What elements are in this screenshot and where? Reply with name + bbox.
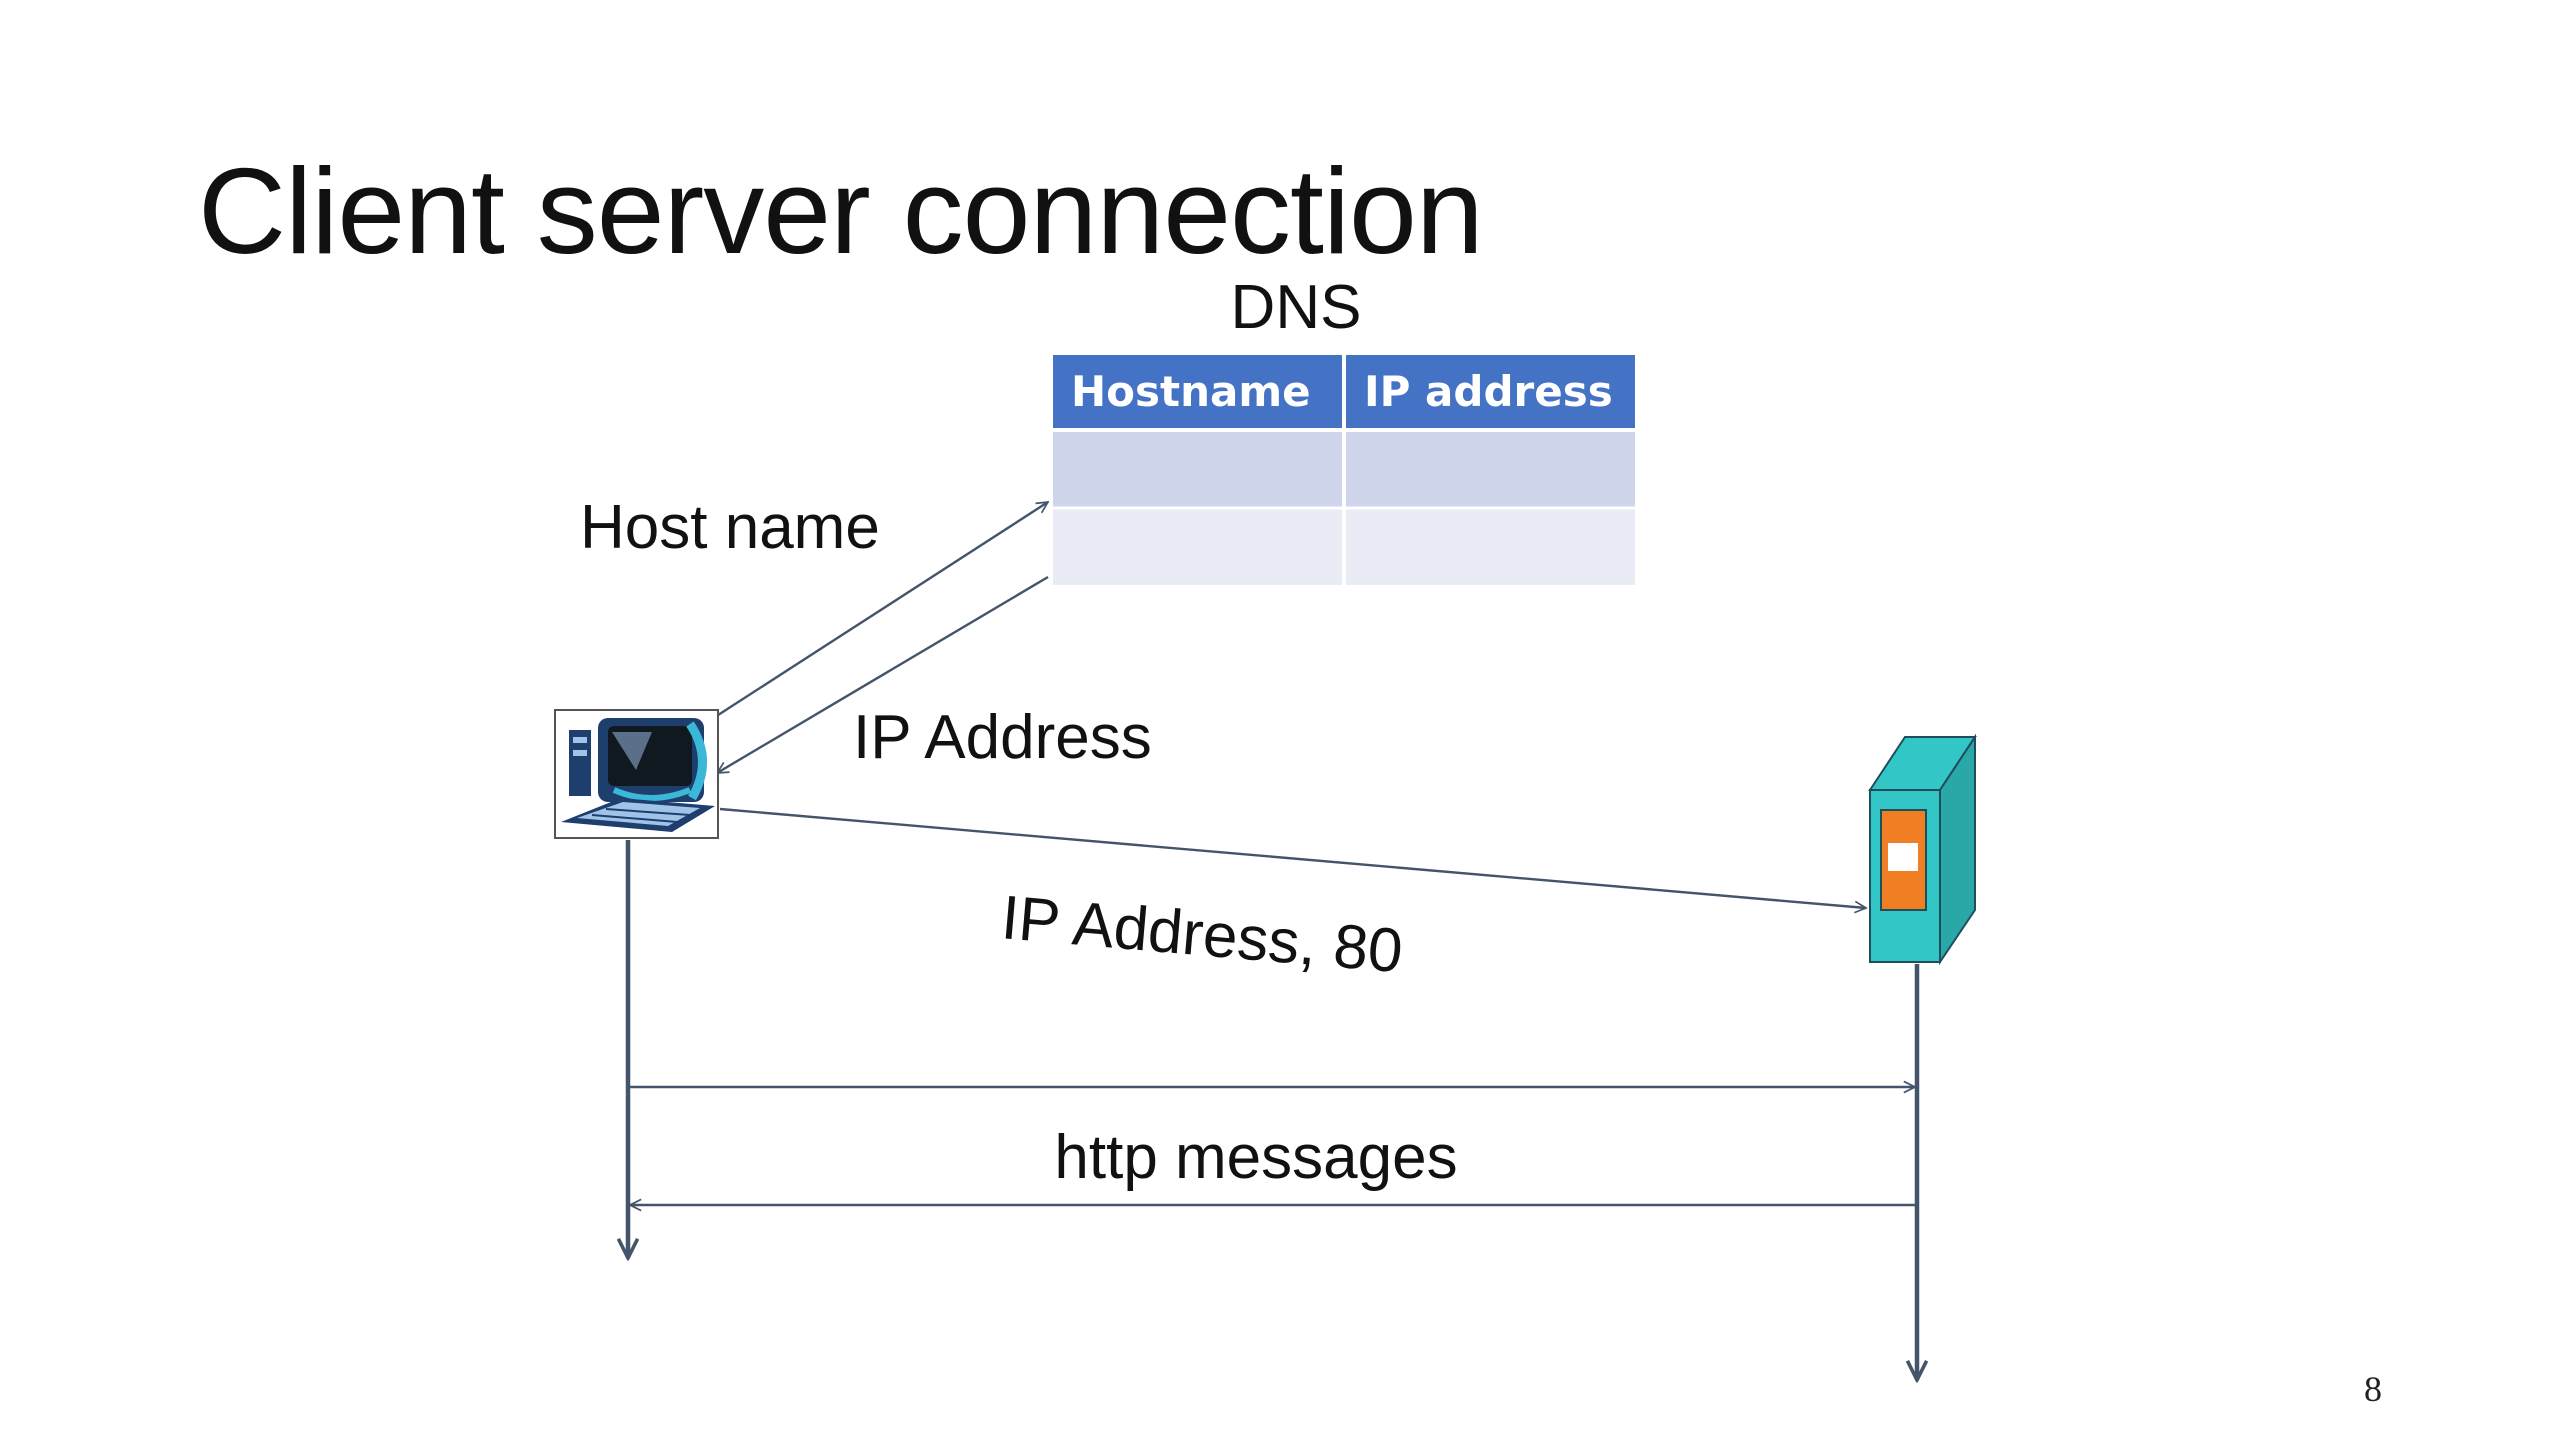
page-number: 8 [2364,1369,2382,1409]
http-messages-label: http messages [1054,1123,1457,1192]
hostname-query-arrow [714,502,1048,719]
dns-table-header-ip-address: IP address [1364,367,1613,416]
connect-arrow [719,807,1866,908]
server-tower-icon [1868,733,1977,966]
dns-table: Hostname IP address [1053,355,1635,585]
ip-reply-arrow [717,575,1049,775]
slide-title: Client server connection [198,143,1484,279]
connect-label: IP Address, 80 [999,883,1406,986]
hostname-query-label: Host name [580,493,880,562]
dns-label: DNS [1231,273,1362,342]
desktop-computer-icon [554,709,719,839]
dns-table-header-hostname: Hostname [1071,367,1311,416]
ip-reply-label: IP Address [853,703,1152,772]
